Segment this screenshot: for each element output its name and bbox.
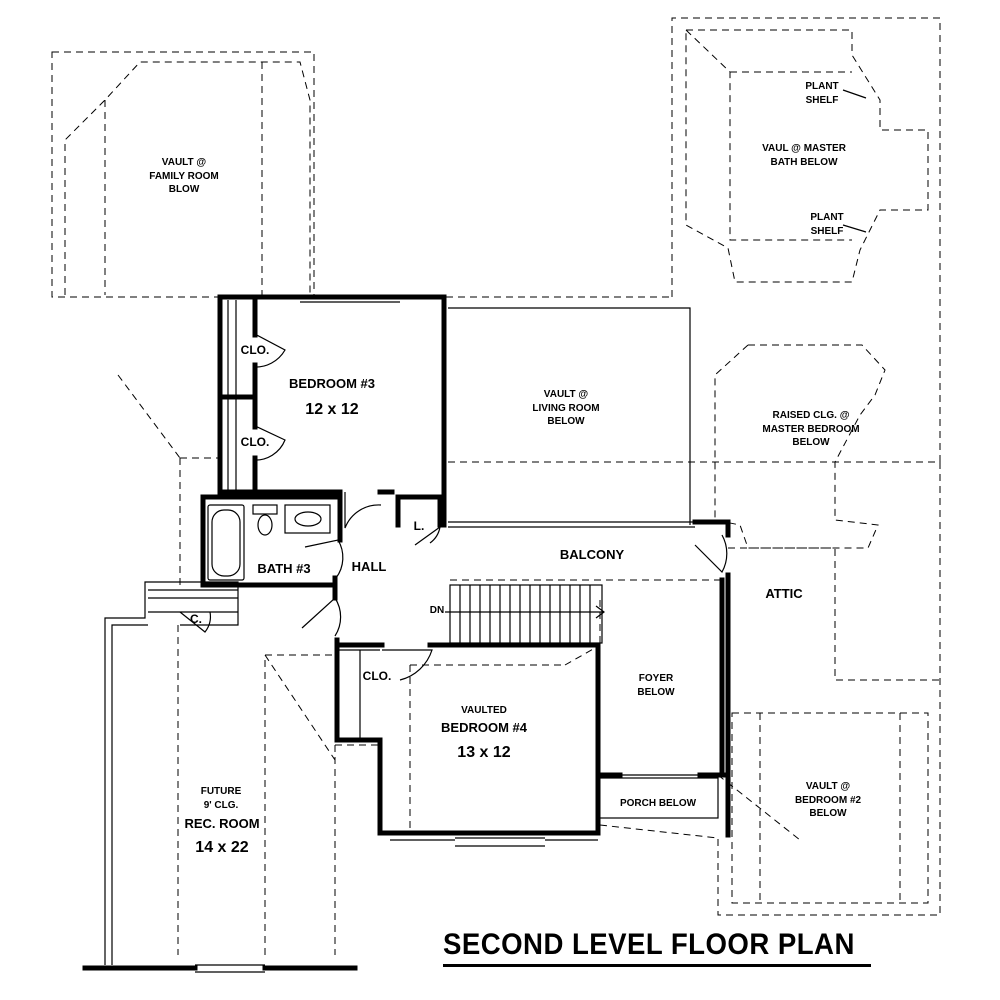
label-rec-room-name: REC. ROOM <box>184 816 260 831</box>
label-vault-living-room: VAULT @ LIVING ROOM BELOW <box>532 389 600 427</box>
label-balcony: BALCONY <box>559 547 625 562</box>
vanity <box>284 504 331 534</box>
label-bedroom3-dimensions: 12 x 12 <box>305 401 359 418</box>
bathtub <box>207 504 245 581</box>
sink <box>294 511 322 527</box>
label-vault-family-room: VAULT @ FAMILY ROOM BLOW <box>149 157 219 195</box>
label-closet-c: C. <box>190 612 202 626</box>
stair-treads <box>459 585 591 643</box>
door-swing-hall-west <box>304 539 344 579</box>
door-swing-closet-c <box>179 611 211 633</box>
title-underline <box>443 964 871 967</box>
door-swing-balcony <box>694 534 728 573</box>
label-bedroom3-name: BEDROOM #3 <box>289 376 375 391</box>
label-bedroom4-name: BEDROOM #4 <box>441 720 527 735</box>
label-hall: HALL <box>351 559 387 574</box>
toilet-tank <box>252 504 278 515</box>
label-attic: ATTIC <box>765 586 803 601</box>
label-closet-1: CLO. <box>240 343 270 357</box>
label-foyer-below: FOYER BELOW <box>637 673 675 698</box>
toilet-bowl <box>257 514 273 536</box>
label-stairs-down: DN <box>429 605 445 616</box>
door-swing-rec <box>301 597 342 637</box>
page-title: SECOND LEVEL FLOOR PLAN <box>443 928 855 961</box>
thick-walls <box>82 294 731 971</box>
label-vault-master-bath: VAUL @ MASTER BATH BELOW <box>762 143 846 168</box>
label-plant-shelf-bottom: PLANT SHELF <box>810 212 844 237</box>
door-swing-bedroom4 <box>382 649 433 681</box>
label-closet-2: CLO. <box>240 435 270 449</box>
label-rec-room-dimensions: 14 x 22 <box>195 839 249 856</box>
door-swing-bedroom3 <box>344 492 382 529</box>
label-bedroom4-vaulted: VAULTED <box>461 705 507 716</box>
label-closet-3: CLO. <box>362 669 392 683</box>
label-bath3: BATH #3 <box>257 561 311 576</box>
label-raised-ceiling: RAISED CLG. @ MASTER BEDROOM BELOW <box>762 410 860 448</box>
label-linen-closet: L. <box>413 519 425 533</box>
label-bedroom4-dimensions: 13 x 12 <box>457 744 511 761</box>
label-rec-room-future: FUTURE 9' CLG. <box>200 786 242 811</box>
label-porch-below: PORCH BELOW <box>619 798 697 809</box>
label-plant-shelf-top: PLANT SHELF <box>805 81 839 106</box>
label-vault-bedroom2: VAULT @ BEDROOM #2 BELOW <box>794 781 862 819</box>
